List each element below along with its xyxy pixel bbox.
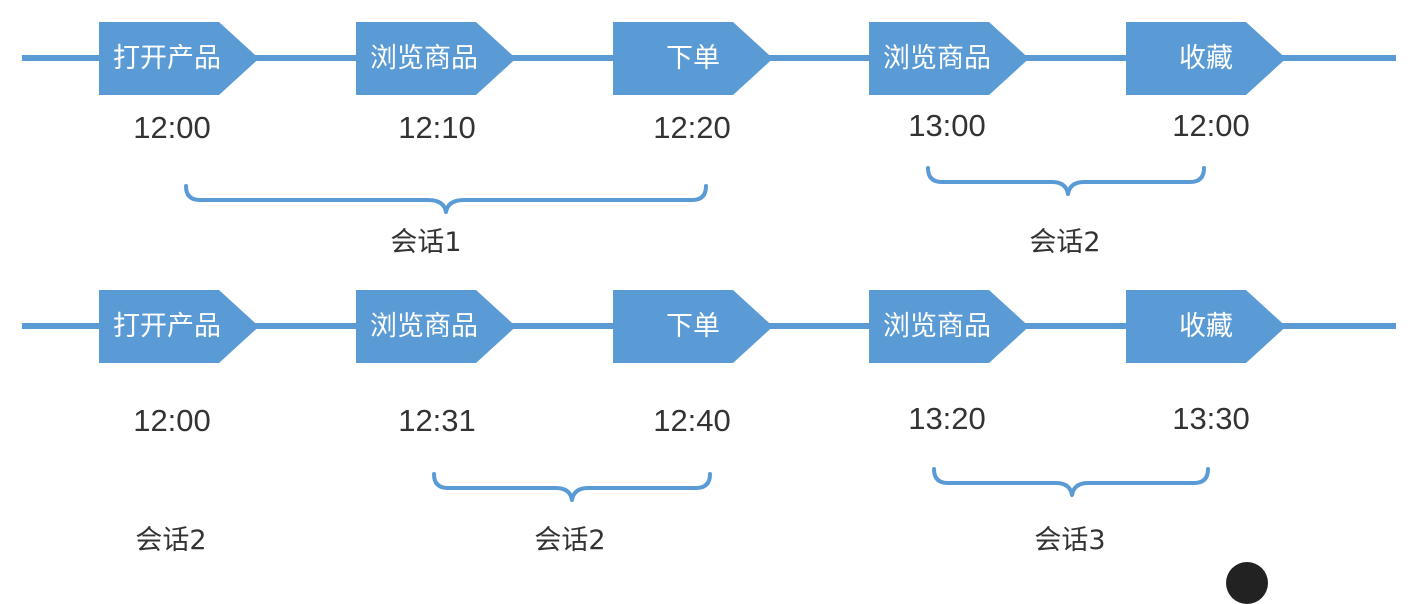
step-time: 12:00: [133, 403, 211, 438]
session-label: 会话3: [1034, 525, 1106, 556]
step-time: 12:31: [398, 403, 476, 438]
step-place-order-label: 下单: [666, 43, 720, 74]
session-brace: [184, 184, 708, 214]
session-label: 会话2: [135, 525, 207, 556]
step-favorite: 收藏: [1126, 290, 1286, 363]
step-time: 12:00: [1172, 108, 1250, 143]
step-browse-products: 浏览商品: [869, 22, 1029, 95]
session-label: 会话2: [1029, 227, 1101, 258]
step-browse-products: 浏览商品: [356, 22, 516, 95]
step-open-product: 打开产品: [99, 290, 259, 363]
session-brace: [926, 166, 1206, 196]
step-favorite: 收藏: [1126, 22, 1286, 95]
step-place-order-label: 下单: [666, 311, 720, 342]
session-label: 会话1: [390, 227, 462, 258]
step-place-order: 下单: [613, 22, 773, 95]
session-label: 会话2: [534, 525, 606, 556]
step-time: 12:00: [133, 110, 211, 145]
session-brace: [932, 467, 1210, 497]
step-browse-products: 浏览商品: [356, 290, 516, 363]
step-time: 12:40: [653, 403, 731, 438]
step-favorite-label: 收藏: [1179, 311, 1233, 342]
step-place-order: 下单: [613, 290, 773, 363]
step-time: 13:00: [908, 108, 986, 143]
session-brace: [432, 472, 712, 502]
step-time: 12:10: [398, 110, 476, 145]
step-browse-products: 浏览商品: [869, 290, 1029, 363]
corner-circle-icon: [1226, 562, 1268, 604]
step-open-product: 打开产品: [99, 22, 259, 95]
step-time: 12:20: [653, 110, 731, 145]
step-time: 13:30: [1172, 401, 1250, 436]
step-time: 13:20: [908, 401, 986, 436]
step-favorite-label: 收藏: [1179, 43, 1233, 74]
